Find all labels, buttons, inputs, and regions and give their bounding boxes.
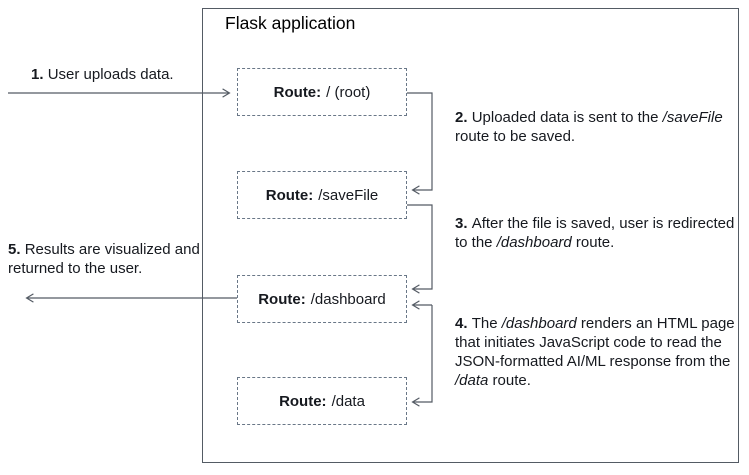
diagram-title: Flask application [225,13,356,33]
route-box-dashboard: Route: /dashboard [237,275,407,323]
step-2-text: 2. Uploaded data is sent to the /saveFil… [455,109,723,145]
route-box-savefile: Route: /saveFile [237,171,407,219]
route-label: Route: [273,83,322,101]
step-1-text: 1. User uploads data. [31,66,174,83]
flask-application-container [202,8,739,463]
route-label: Route: [265,186,314,204]
route-value-savefile: /saveFile [318,186,379,204]
route-label: Route: [279,392,327,410]
step-5-text: 5. Results are visualized and returned t… [8,241,200,277]
step-4-text: 4. The /dashboard renders an HTML page t… [455,315,735,389]
route-label: Route: [258,290,306,308]
step-3-text: 3. After the file is saved, user is redi… [455,215,735,251]
route-value-dashboard: /dashboard [310,290,386,308]
route-box-data: Route: /data [237,377,407,425]
route-value-data: /data [331,392,365,410]
route-value-root: / (root) [326,83,371,101]
route-box-root: Route: / (root) [237,68,407,116]
